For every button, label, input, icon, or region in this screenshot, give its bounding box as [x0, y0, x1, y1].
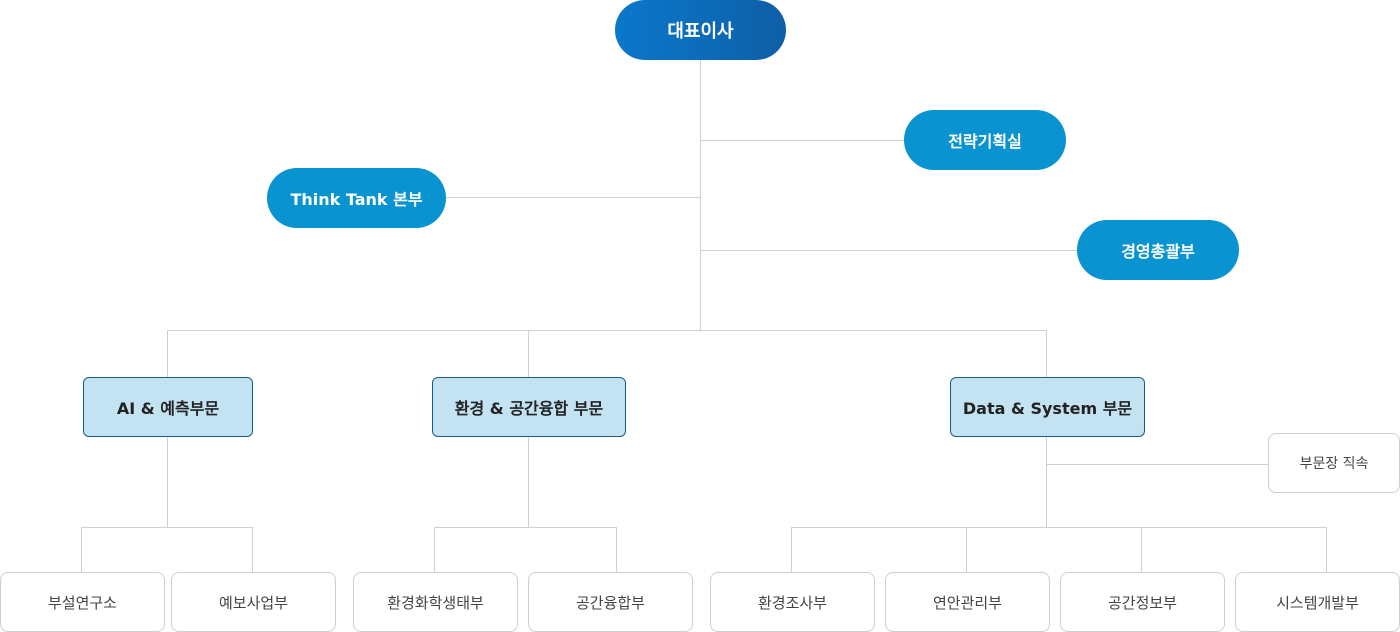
- team-node: 시스템개발부: [1235, 572, 1400, 632]
- team-node: 환경화학생태부: [353, 572, 518, 632]
- management-node: 경영총괄부: [1077, 220, 1239, 280]
- strategy-office-label: 전략기획실: [948, 132, 1022, 151]
- team-node: 공간융합부: [528, 572, 693, 632]
- think-tank-label: Think Tank 본부: [290, 190, 423, 209]
- ceo-node: 대표이사: [615, 0, 786, 60]
- management-label: 경영총괄부: [1121, 242, 1195, 261]
- division-data-node: Data & System 부문: [950, 377, 1145, 437]
- division-ai-label: AI & 예측부문: [116, 399, 220, 418]
- division-data-label: Data & System 부문: [962, 399, 1133, 418]
- direct-report-label: 부문장 직속: [1299, 456, 1369, 472]
- think-tank-node: Think Tank 본부: [267, 168, 446, 228]
- team-label: 환경조사부: [757, 593, 827, 612]
- team-label: 공간융합부: [575, 593, 645, 612]
- team-label: 예보사업부: [218, 593, 288, 612]
- division-env-node: 환경 & 공간융합 부문: [432, 377, 626, 437]
- team-label: 부설연구소: [47, 593, 117, 612]
- division-env-label: 환경 & 공간융합 부문: [454, 399, 604, 418]
- team-node: 연안관리부: [885, 572, 1050, 632]
- strategy-office-node: 전략기획실: [904, 110, 1066, 170]
- team-label: 시스템개발부: [1276, 593, 1359, 612]
- direct-report-node: 부문장 직속: [1268, 433, 1400, 493]
- team-node: 공간정보부: [1060, 572, 1225, 632]
- team-label: 공간정보부: [1107, 593, 1177, 612]
- team-node: 부설연구소: [0, 572, 165, 632]
- division-ai-node: AI & 예측부문: [83, 377, 253, 437]
- team-label: 연안관리부: [932, 593, 1002, 612]
- team-label: 환경화학생태부: [387, 593, 484, 612]
- team-node: 환경조사부: [710, 572, 875, 632]
- team-node: 예보사업부: [171, 572, 336, 632]
- ceo-label: 대표이사: [667, 21, 734, 42]
